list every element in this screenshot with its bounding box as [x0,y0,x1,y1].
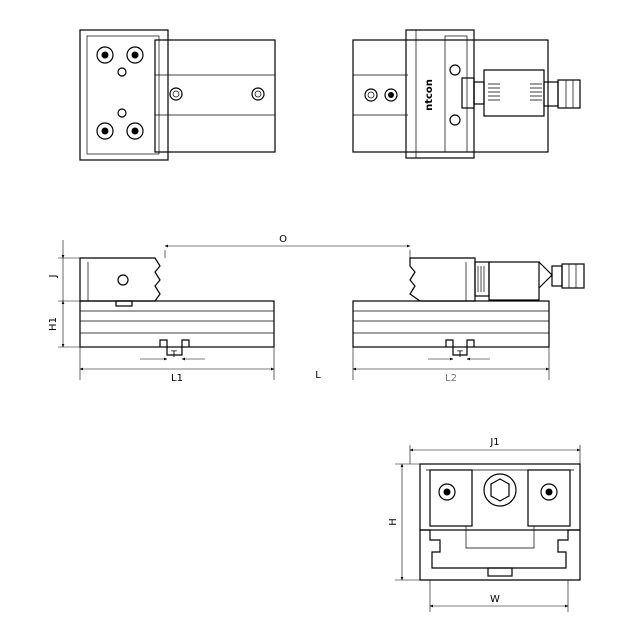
dim-label-H1: H1 [48,317,59,331]
dim-label-J1: J1 [489,437,499,448]
top-view-fixed-jaw [79,29,276,161]
dim-label-H: H [388,518,399,526]
socket-screw-icon [96,46,144,140]
dim-label-W: W [490,594,500,605]
side-view [79,257,585,356]
hole-icon [364,64,461,126]
dim-label-T-right: T [456,350,463,360]
spindle-screw-icon [461,69,581,117]
end-view [419,463,581,581]
end-view-dimensions: J1 H W [388,437,581,612]
dim-label-L: L [315,370,321,381]
dim-label-J: J [48,275,59,279]
dim-label-L1: L1 [171,373,183,384]
dim-label-L2: L2 [445,373,457,384]
brand-logo: ntcon [424,79,435,111]
dim-label-O: O [279,234,287,245]
hex-socket-icon [483,473,517,507]
hole-icon [438,483,558,501]
side-view-dimensions: O J H1 T T L1 L L2 [48,234,550,384]
hole-icon [169,87,265,101]
dim-label-T-left: T [170,350,177,360]
top-view-moving-jaw: ntcon [352,29,581,159]
